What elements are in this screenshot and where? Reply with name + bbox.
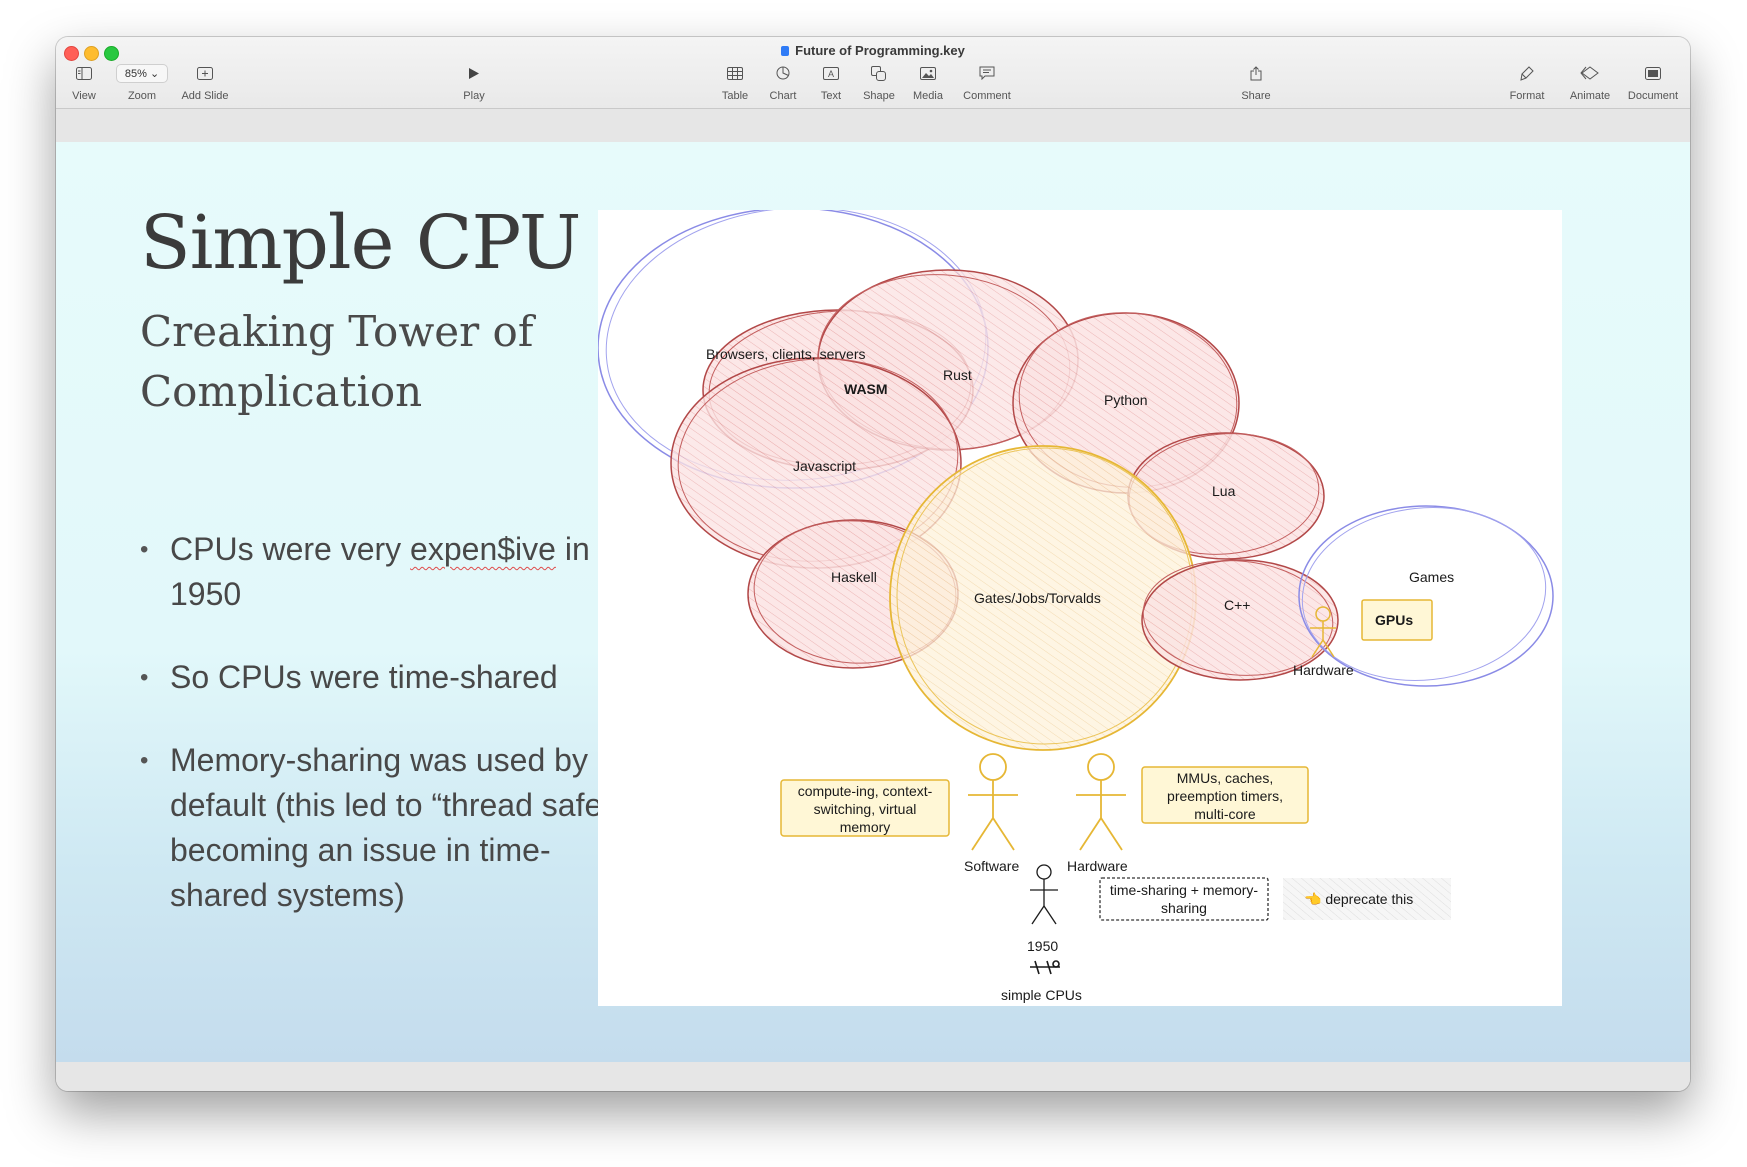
- keynote-window: Future of Programming.key View 85% ⌄ Zoo…: [56, 37, 1690, 1091]
- keynote-document-icon: [781, 46, 790, 56]
- document-button[interactable]: Document: [1618, 61, 1688, 102]
- document-panel-icon: [1645, 66, 1661, 80]
- diagram-svg: Browsers, clients, servers WASM Rust Pyt…: [597, 207, 1554, 1003]
- zoom-window-button[interactable]: [104, 46, 119, 61]
- chevron-down-icon: ⌄: [149, 67, 160, 80]
- label-software: Software: [964, 858, 1019, 874]
- bullet-item: So CPUs were time-shared: [140, 655, 640, 700]
- shape-button[interactable]: Shape: [844, 61, 914, 102]
- bullet-item: Memory-sharing was used by default (this…: [140, 738, 640, 918]
- label-lua: Lua: [1212, 483, 1236, 499]
- misspelled-word: expen$ive: [410, 531, 556, 567]
- animate-button[interactable]: Animate: [1555, 61, 1625, 102]
- chart-pie-icon: [776, 66, 790, 80]
- time-sharing-line2: sharing: [1161, 900, 1207, 916]
- sketch-diagram-image[interactable]: Browsers, clients, servers WASM Rust Pyt…: [597, 207, 1562, 1006]
- label-javascript: Javascript: [793, 458, 856, 474]
- slide-subtitle[interactable]: Creaking Tower of Complication: [140, 307, 534, 416]
- media-photo-icon: [920, 66, 936, 80]
- canvas-gutter-top: [56, 109, 1690, 142]
- games-blob: [1298, 505, 1554, 687]
- text-button[interactable]: A Text: [820, 66, 842, 102]
- zoom-control[interactable]: 85% ⌄ Zoom: [107, 61, 177, 102]
- chart-button[interactable]: Chart: [748, 61, 818, 102]
- hardware-figure: [1076, 753, 1126, 851]
- label-gpus: GPUs: [1375, 612, 1413, 628]
- software-figure: [968, 753, 1018, 851]
- simple-cpu-figure: [1030, 960, 1060, 975]
- zoom-select[interactable]: 85% ⌄: [115, 63, 169, 83]
- label-wasm: WASM: [844, 381, 888, 397]
- comment-icon: [979, 66, 995, 80]
- hardware-note-line2: preemption timers,: [1167, 788, 1283, 804]
- play-button[interactable]: Play: [439, 61, 509, 102]
- close-button[interactable]: [64, 46, 79, 61]
- svg-text:A: A: [828, 69, 834, 79]
- software-note-line3: memory: [840, 819, 891, 835]
- label-games: Games: [1409, 569, 1454, 585]
- slide-title[interactable]: Simple CPU: [140, 200, 581, 286]
- animate-diamond-icon: [1580, 66, 1599, 80]
- table-icon: [727, 66, 743, 80]
- software-note: [780, 779, 950, 837]
- share-button[interactable]: Share: [1221, 61, 1291, 102]
- bullet-item: CPUs were very expen$ive in 1950: [140, 527, 640, 617]
- table-button[interactable]: Table: [700, 61, 770, 102]
- label-hardware: Hardware: [1067, 858, 1128, 874]
- person-1950-figure: [1030, 864, 1058, 925]
- games-blob-sketch: [1301, 507, 1547, 681]
- label-browsers: Browsers, clients, servers: [706, 346, 865, 362]
- add-slide-button[interactable]: Add Slide: [170, 61, 240, 102]
- label-hardware-top: Hardware: [1293, 662, 1354, 678]
- gpus-note: [1361, 599, 1433, 641]
- shape-icon: [871, 65, 886, 81]
- play-icon: [469, 67, 479, 79]
- add-slide-icon: [197, 66, 213, 80]
- label-1950: 1950: [1027, 938, 1058, 954]
- sidebar-view-icon: [76, 66, 92, 80]
- bullet-list[interactable]: CPUs were very expen$ive in 1950 So CPUs…: [140, 527, 640, 956]
- view-button[interactable]: View: [56, 61, 119, 102]
- hardware-figure-small: [1310, 606, 1336, 658]
- media-button[interactable]: Media: [893, 61, 963, 102]
- cpp-bubble-sketch: [1142, 560, 1334, 676]
- share-icon: [1250, 65, 1262, 80]
- hardware-note-line1: MMUs, caches,: [1177, 770, 1273, 786]
- deprecate-note: [1283, 878, 1451, 920]
- label-python: Python: [1104, 392, 1148, 408]
- label-cpp: C++: [1224, 597, 1250, 613]
- label-haskell: Haskell: [831, 569, 877, 585]
- label-simple-cpus: simple CPUs: [1001, 987, 1082, 1003]
- canvas-gutter-bottom: [56, 1062, 1690, 1091]
- cpp-bubble: [1141, 559, 1339, 681]
- minimize-button[interactable]: [84, 46, 99, 61]
- time-sharing-note: [1099, 877, 1269, 921]
- hardware-note: [1141, 766, 1309, 824]
- software-note-line2: switching, virtual: [814, 801, 917, 817]
- hardware-note-line3: multi-core: [1194, 806, 1256, 822]
- window-title: Future of Programming.key: [56, 43, 1690, 58]
- time-sharing-line1: time-sharing + memory-: [1110, 882, 1259, 898]
- deprecate-label: 👈 deprecate this: [1304, 891, 1413, 907]
- label-gates: Gates/Jobs/Torvalds: [974, 590, 1101, 606]
- format-button[interactable]: Format: [1492, 61, 1562, 102]
- comment-button[interactable]: Comment: [952, 61, 1022, 102]
- paintbrush-icon: [1520, 65, 1534, 81]
- software-note-line1: compute-ing, context-: [798, 783, 933, 799]
- slide-canvas[interactable]: Simple CPU Creaking Tower of Complicatio…: [56, 142, 1690, 1062]
- label-rust: Rust: [943, 367, 972, 383]
- text-box-icon: A: [823, 66, 839, 80]
- toolbar: Future of Programming.key View 85% ⌄ Zoo…: [56, 37, 1690, 109]
